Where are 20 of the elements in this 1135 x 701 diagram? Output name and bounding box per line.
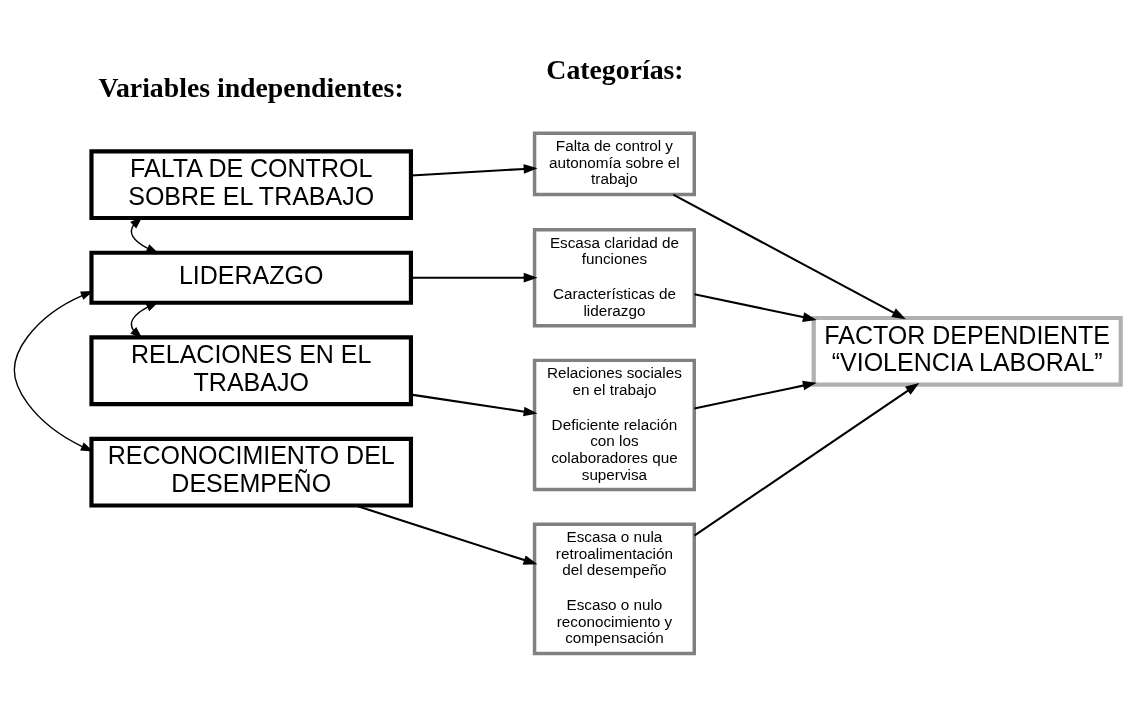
- arrow: [693, 382, 920, 536]
- arrow: [411, 163, 538, 177]
- label: Categorías:: [546, 53, 684, 85]
- arrow: [411, 272, 538, 283]
- arrow: [130, 301, 159, 339]
- node-box: RECONOCIMIENTO DEL DESEMPEÑO: [89, 436, 414, 508]
- node-box: FACTOR DEPENDIENTE “VIOLENCIA LABORAL”: [811, 315, 1123, 387]
- arrow: [355, 504, 538, 565]
- arrow: [672, 193, 906, 319]
- node-box: RELACIONES EN EL TRABAJO: [89, 334, 414, 406]
- label: Variables independientes:: [98, 71, 404, 103]
- node-box: Falta de control y autonomía sobre el trabajo: [532, 131, 696, 196]
- arrow: [411, 393, 538, 416]
- node-box: LIDERAZGO: [89, 250, 414, 305]
- node-box: Relaciones sociales en el trabajo Deficiente relación con los colaboradores que supervisa: [532, 358, 696, 491]
- arrow: [694, 380, 817, 409]
- arrow: [694, 292, 817, 322]
- node-box: FALTA DE CONTROL SOBRE EL TRABAJO: [89, 148, 414, 220]
- node-box: Escasa o nula retroalimentación del desempeño Escaso o nulo reconocimiento y compensación: [532, 522, 696, 655]
- node-box: Escasa claridad de funciones Características de liderazgo: [532, 227, 696, 327]
